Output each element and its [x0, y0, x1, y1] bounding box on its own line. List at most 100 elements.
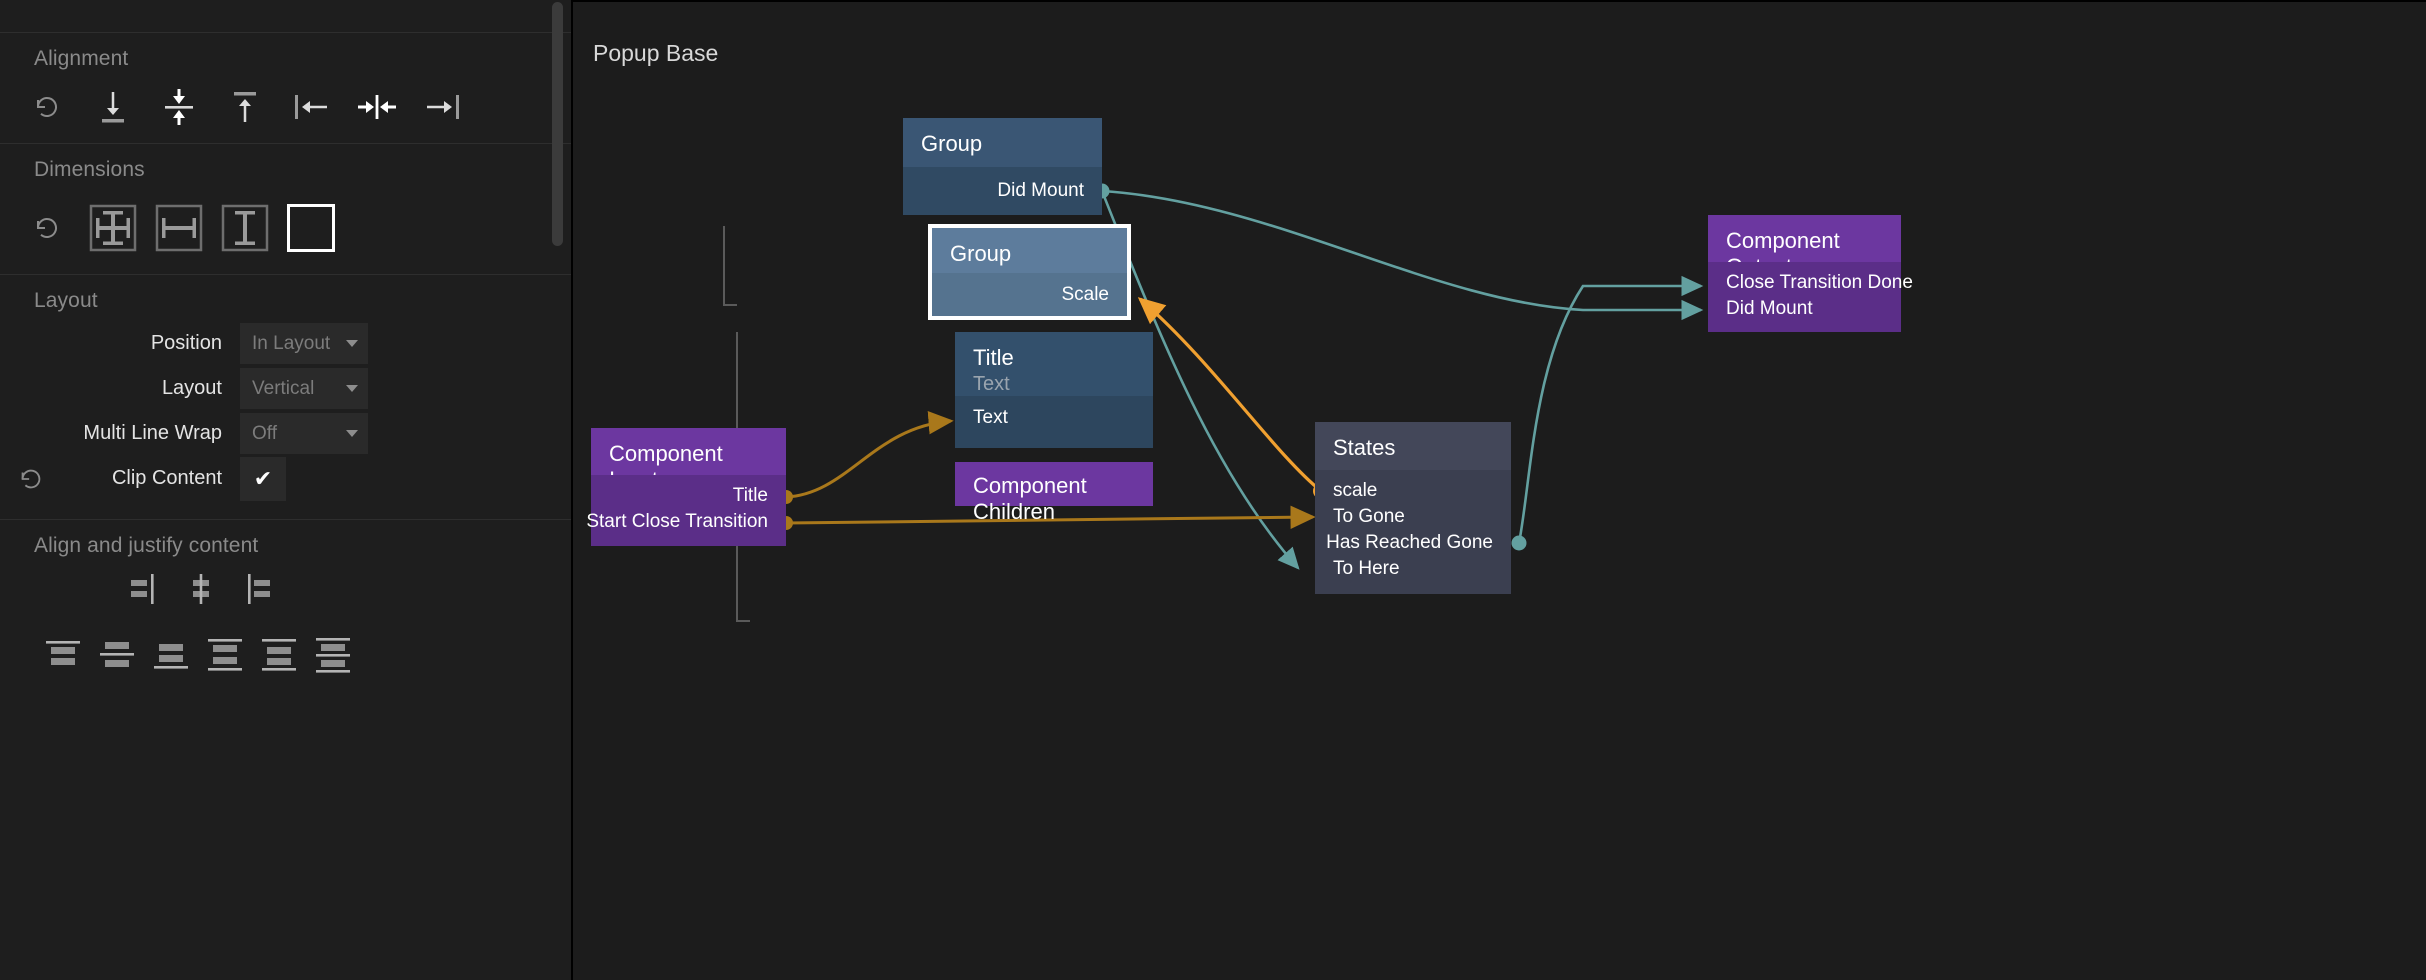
- justify-content-row: [0, 558, 571, 620]
- size-both-icon[interactable]: [80, 192, 146, 264]
- alignment-section-title: Alignment: [34, 47, 129, 70]
- layout-rows: Position In Layout Layout Vertical: [0, 313, 571, 519]
- align-content-space-around-icon[interactable]: [252, 628, 306, 682]
- node-component-children[interactable]: Component Children: [955, 462, 1153, 524]
- canvas-title: Popup Base: [593, 40, 719, 66]
- node-component-children-title: Component Children: [973, 473, 1087, 524]
- port-in-text[interactable]: Text: [973, 407, 1008, 428]
- reset-dimensions-icon[interactable]: [14, 192, 80, 264]
- wire-scale-to-group-scale: [1137, 297, 1323, 493]
- port-out-title[interactable]: Title: [732, 485, 768, 506]
- label-layout: Layout: [161, 377, 222, 399]
- size-width-icon[interactable]: [146, 192, 212, 264]
- clip-content-checkbox-wrap: ✔: [240, 456, 286, 501]
- inspector-top-strip: [0, 0, 571, 32]
- align-right-icon[interactable]: [410, 78, 476, 136]
- node-group-selected-body: Scale: [932, 273, 1127, 316]
- position-select-value: In Layout: [252, 332, 331, 354]
- size-fixed-box: [287, 204, 335, 252]
- label-position: Position: [150, 332, 222, 354]
- node-title-text-subtitle: Text: [973, 373, 1010, 395]
- node-component-inputs-body: Title Start Close Transition: [586, 475, 786, 546]
- wire-has-reached-gone-to-close-transition-done: [1517, 275, 1704, 544]
- node-group-outer-header: Group: [903, 118, 1102, 167]
- align-horizontal-center-icon[interactable]: [344, 78, 410, 136]
- node-title-text[interactable]: Title Text Text: [955, 332, 1153, 448]
- align-vertical-center-icon[interactable]: [146, 78, 212, 136]
- inspector-scrollbar[interactable]: [552, 2, 563, 246]
- multi-line-wrap-select-wrap: Off: [240, 413, 368, 454]
- justify-content-center-icon[interactable]: [174, 562, 228, 616]
- align-top-icon[interactable]: [212, 78, 278, 136]
- align-content-center-icon[interactable]: [90, 628, 144, 682]
- section-layout: Layout Position In Layout Layout: [0, 274, 571, 519]
- node-group-outer-title: Group: [921, 131, 983, 156]
- layout-select-value: Vertical: [252, 377, 315, 399]
- inspector-panel: Alignment: [0, 0, 573, 980]
- port-out-has-reached-gone[interactable]: Has Reached Gone: [1326, 532, 1493, 553]
- node-component-outputs[interactable]: Component Outputs Close Transition Done …: [1708, 215, 1913, 332]
- node-states-title: States: [1333, 435, 1396, 460]
- label-clip-content: Clip Content: [111, 467, 222, 489]
- layout-section-title: Layout: [34, 289, 98, 312]
- dimensions-section-title: Dimensions: [34, 158, 145, 181]
- align-justify-section-title: Align and justify content: [34, 534, 259, 557]
- chevron-down-icon: [346, 385, 358, 392]
- tree-line-horizontal-1: [723, 304, 737, 306]
- node-states-header: States: [1315, 422, 1511, 470]
- port-in-close-transition-done[interactable]: Close Transition Done: [1726, 272, 1913, 293]
- port-in-scale[interactable]: Scale: [1061, 284, 1109, 305]
- node-group-outer[interactable]: Group Did Mount: [903, 118, 1102, 215]
- tree-line-vertical-1: [723, 226, 725, 306]
- node-component-children-header: Component Children: [955, 462, 1153, 524]
- node-group-selected-title: Group: [950, 241, 1012, 266]
- layout-select-wrap: Vertical: [240, 368, 368, 409]
- node-title-text-body: Text: [955, 396, 1153, 448]
- align-content-start-icon[interactable]: [36, 628, 90, 682]
- position-select[interactable]: In Layout: [240, 323, 368, 364]
- section-alignment: Alignment: [0, 32, 571, 143]
- row-layout: Layout Vertical: [0, 366, 571, 411]
- row-multi-line-wrap: Multi Line Wrap Off: [0, 411, 571, 456]
- node-title-text-title: Title: [973, 345, 1014, 370]
- reset-clip-content-icon[interactable]: [14, 465, 48, 493]
- align-content-space-evenly-icon[interactable]: [306, 628, 360, 682]
- size-fixed-icon[interactable]: [278, 192, 344, 264]
- port-dot-has-reached-gone: [1511, 535, 1527, 551]
- row-position: Position In Layout: [0, 321, 571, 366]
- align-content-end-icon[interactable]: [144, 628, 198, 682]
- port-out-start-close-transition[interactable]: Start Close Transition: [586, 511, 768, 532]
- port-out-did-mount[interactable]: Did Mount: [997, 180, 1084, 201]
- section-dimensions: Dimensions: [0, 143, 571, 274]
- wire-title-to-text: [785, 411, 954, 499]
- port-in-did-mount[interactable]: Did Mount: [1726, 298, 1813, 319]
- port-in-scale-state[interactable]: scale: [1333, 480, 1378, 501]
- justify-content-start-icon[interactable]: [118, 562, 172, 616]
- port-in-to-here[interactable]: To Here: [1333, 558, 1400, 579]
- node-component-outputs-header: Component Outputs: [1708, 215, 1901, 279]
- align-left-icon[interactable]: [278, 78, 344, 136]
- node-group-selected[interactable]: Group Scale: [932, 228, 1127, 316]
- node-graph-canvas[interactable]: Popup Base: [573, 0, 2426, 980]
- justify-content-end-icon[interactable]: [230, 562, 284, 616]
- node-states[interactable]: States scale To Gone Has Reached Gone To…: [1315, 422, 1511, 594]
- node-component-outputs-body: Close Transition Done Did Mount: [1708, 262, 1913, 332]
- align-content-row: [0, 620, 571, 690]
- chevron-down-icon: [346, 340, 358, 347]
- align-content-space-between-icon[interactable]: [198, 628, 252, 682]
- size-height-icon[interactable]: [212, 192, 278, 264]
- align-bottom-icon[interactable]: [80, 78, 146, 136]
- position-select-wrap: In Layout: [240, 323, 368, 364]
- layout-select[interactable]: Vertical: [240, 368, 368, 409]
- reset-alignment-icon[interactable]: [14, 78, 80, 136]
- node-component-inputs[interactable]: Component Inputs Title Start Close Trans…: [586, 428, 786, 546]
- multi-line-wrap-select-value: Off: [252, 422, 277, 444]
- section-align-justify: Align and justify content: [0, 519, 571, 690]
- row-clip-content: Clip Content ✔: [0, 456, 571, 501]
- multi-line-wrap-select[interactable]: Off: [240, 413, 368, 454]
- node-group-selected-header: Group: [932, 228, 1127, 273]
- tree-line-horizontal-3: [736, 620, 750, 622]
- clip-content-checkbox[interactable]: ✔: [240, 456, 286, 501]
- port-in-to-gone[interactable]: To Gone: [1333, 506, 1405, 527]
